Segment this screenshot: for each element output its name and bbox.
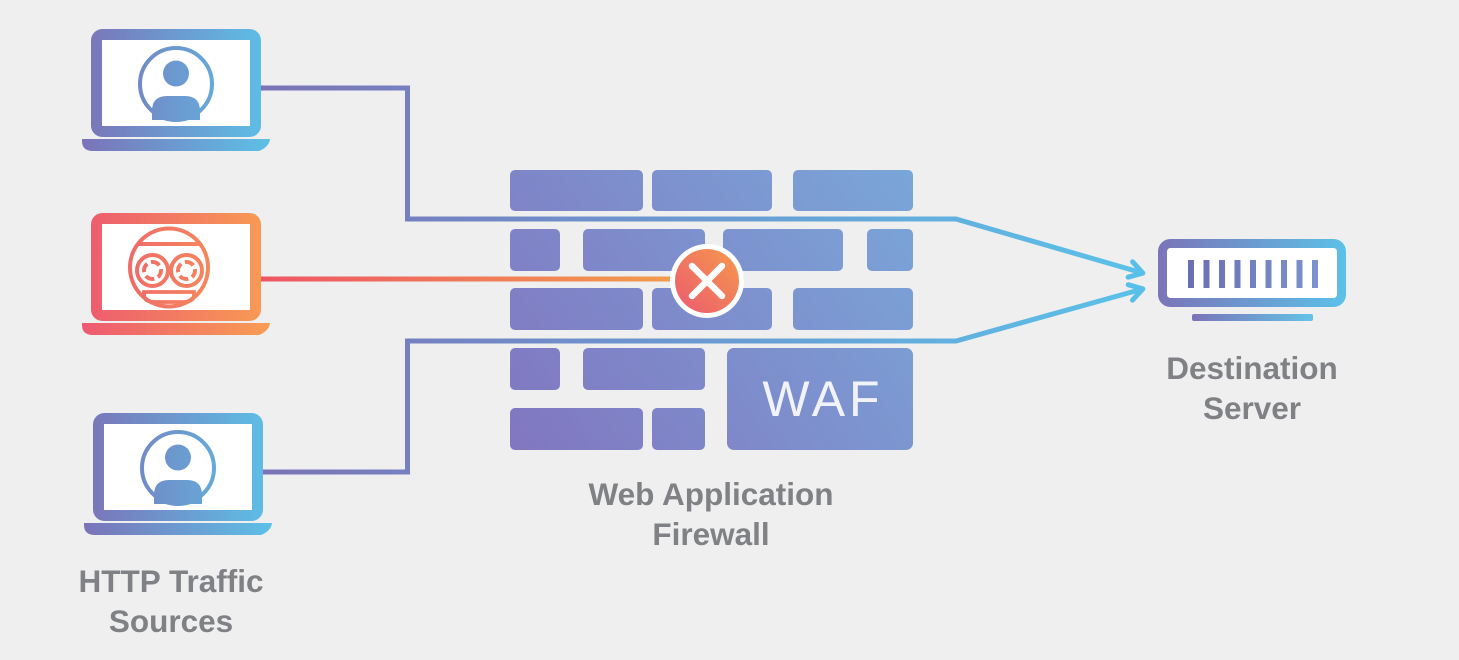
- bot-icon: [128, 226, 210, 309]
- x-glyph: [688, 262, 726, 300]
- user-laptop-bottom: [84, 413, 272, 535]
- laptop-base: [82, 139, 270, 151]
- brick: [652, 408, 705, 450]
- brick: [867, 229, 913, 271]
- bot-laptop: [82, 213, 270, 335]
- brick: [510, 170, 643, 211]
- brick: [510, 408, 643, 450]
- flow-line-allowed-top: [259, 85, 1146, 280]
- laptop-base: [82, 323, 270, 335]
- flow-line-allowed-bottom: [259, 282, 1146, 475]
- user-icon: [138, 46, 214, 122]
- brick: [510, 288, 643, 330]
- brick: [793, 170, 913, 211]
- server-under-bar: [1192, 314, 1313, 321]
- traffic-flows: [259, 85, 1146, 475]
- x-circle-icon: [670, 244, 744, 318]
- brick: [583, 348, 705, 390]
- brick: [510, 348, 560, 390]
- user-icon: [140, 430, 216, 506]
- firewall-wall: WAF: [510, 170, 913, 450]
- user-laptop-top: [82, 29, 270, 151]
- brick: [510, 229, 560, 271]
- brick: [793, 288, 913, 330]
- brick: [652, 170, 772, 211]
- waf-brick-label: WAF: [762, 371, 883, 427]
- sources-label-line2: Sources: [109, 603, 233, 639]
- brick: [583, 229, 705, 271]
- firewall-label-line1: Web Application: [588, 476, 833, 512]
- brick: [723, 229, 843, 271]
- firewall-label-line2: Firewall: [652, 516, 769, 552]
- laptop-base: [84, 523, 272, 535]
- server-led-bars: [1188, 260, 1318, 288]
- destination-label-line1: Destination: [1166, 350, 1338, 386]
- destination-label-line2: Server: [1203, 390, 1301, 426]
- server-icon: [1158, 239, 1346, 321]
- sources-label-line1: HTTP Traffic: [79, 563, 264, 599]
- waf-brick: [727, 348, 913, 450]
